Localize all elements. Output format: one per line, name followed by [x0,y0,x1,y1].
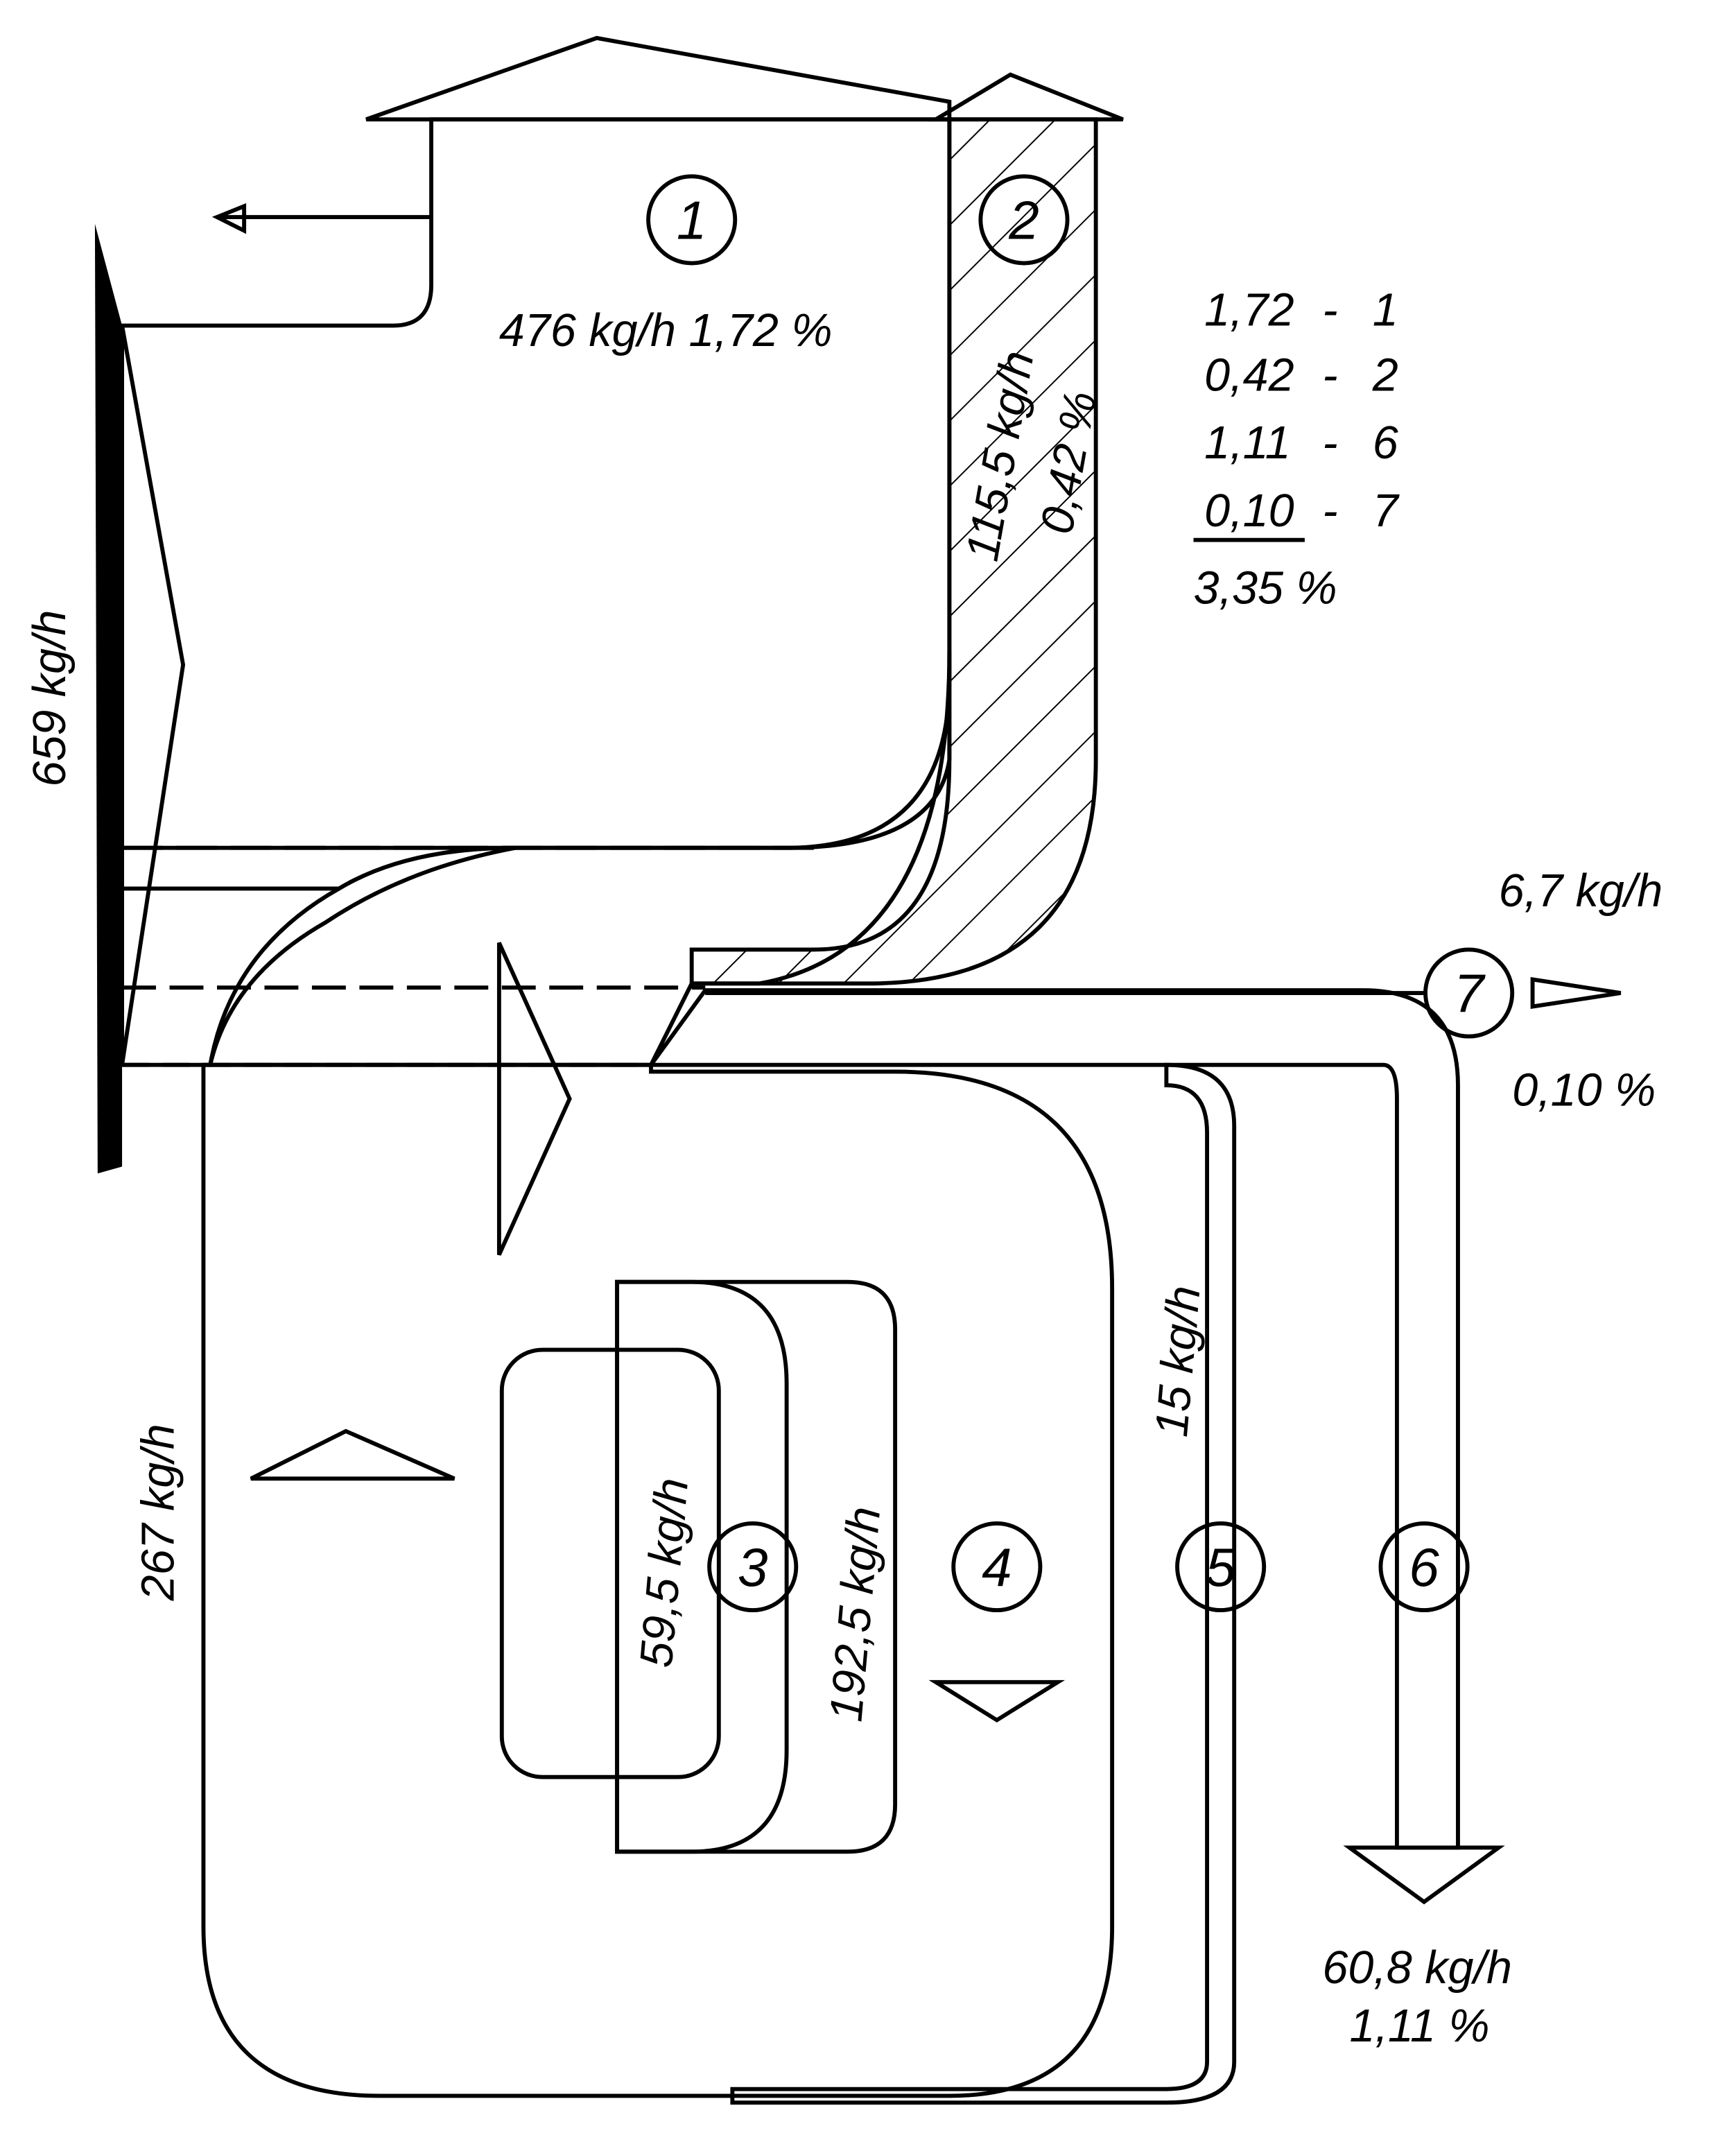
loss-summary: 1,72-1 0,42-2 1,11-6 0,10-7 3,35 % [1193,285,1400,614]
svg-text:0,42: 0,42 [1204,349,1294,401]
stream-marker-2: 2 [978,174,1070,266]
svg-text:7: 7 [1454,962,1486,1024]
flow-arrow-down [928,1679,1066,1723]
stream-4-region [201,1062,1115,2098]
wall-left [94,223,123,1174]
stream-marker-7: 7 [1423,947,1515,1039]
mixing-zone-band [207,651,952,1067]
flow-arrow-recirculation [250,1428,455,1481]
stream-marker-1: 1 [646,174,738,266]
mixing-zone [120,845,516,1067]
stream-marker-5: 5 [1175,1521,1267,1613]
stream-5-label: 15 kg/h [1146,1284,1210,1439]
svg-text:7: 7 [1373,485,1400,537]
svg-text:1,72: 1,72 [1204,285,1294,336]
recirculation-flow-label: 267 kg/h [132,1424,184,1601]
svg-text:6: 6 [1373,417,1398,469]
svg-text:1: 1 [1373,285,1398,336]
stream-7-flow-label: 6,7 kg/h [1499,865,1663,917]
svg-text:-: - [1322,349,1337,401]
stream-6-percent-label: 1,11 % [1349,2001,1489,2052]
svg-text:-: - [1322,285,1337,336]
svg-text:0,10: 0,10 [1204,485,1294,537]
stream-6-band [647,988,1460,1850]
svg-text:3: 3 [738,1537,768,1598]
svg-text:-: - [1322,417,1337,469]
stream-1-label: 476 kg/h 1,72 % [499,305,833,356]
svg-text:5: 5 [1206,1537,1236,1598]
stream-6-flow-label: 60,8 kg/h [1322,1942,1512,1994]
svg-text:2: 2 [1372,349,1398,401]
flow-arrow-mixing [496,942,572,1256]
stream-3-band [615,1279,789,1854]
svg-text:6: 6 [1409,1537,1439,1598]
stream-4-label: 192,5 kg/h [820,1505,890,1724]
stream-marker-6: 6 [1378,1521,1470,1613]
stream-marker-3: 3 [707,1521,799,1613]
svg-text:1,11: 1,11 [1204,417,1290,469]
stream-6-arrow [1343,1845,1505,1905]
svg-text:2: 2 [1008,189,1039,250]
stream-1-arrow [365,35,952,122]
stream-marker-4: 4 [951,1521,1043,1613]
stream-2-arrow [928,72,1124,122]
inlet-flow-label: 659 kg/h [24,610,76,787]
svg-text:4: 4 [982,1537,1012,1598]
side-outlet-arrow [211,203,432,234]
wall-profile [120,325,186,1066]
stream-5-band [730,1062,1237,2105]
stream-1-band [120,117,952,891]
svg-text:1: 1 [677,189,707,250]
stream-7-arrow [1530,977,1622,1009]
inner-hole [499,1347,721,1779]
stream-7-percent-label: 0,10 % [1512,1064,1656,1116]
stream-4-channel [615,1279,898,1854]
stream-3-label: 59,5 kg/h [631,1476,699,1670]
svg-text:-: - [1322,485,1337,537]
total-loss: 3,35 % [1194,563,1337,614]
stream-2-overlay [691,119,1096,984]
